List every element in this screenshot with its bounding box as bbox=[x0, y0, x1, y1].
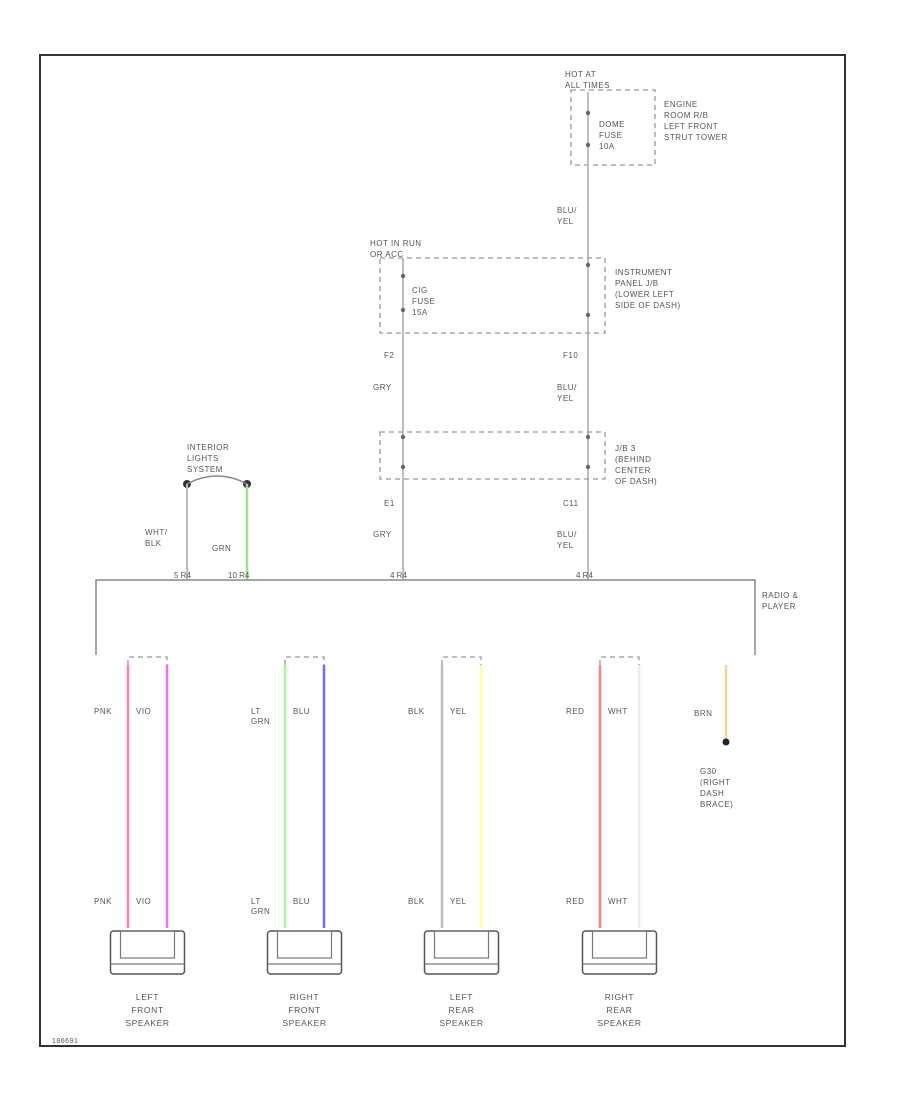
wire-label: PNK bbox=[94, 897, 112, 906]
fuse-terminal bbox=[585, 142, 591, 148]
speaker-connector bbox=[284, 656, 325, 665]
speaker-connector bbox=[441, 656, 482, 665]
wire-label-blu-yel-2: BLU/YEL bbox=[557, 383, 577, 403]
jb3-box bbox=[379, 431, 606, 480]
wire-label: BLK bbox=[408, 897, 425, 906]
wire-label: BLK bbox=[408, 707, 425, 716]
connector-f2: F2 bbox=[384, 351, 394, 360]
speaker-icon bbox=[423, 930, 500, 975]
radio-player-outline bbox=[95, 579, 756, 655]
wire-label-gry-1: GRY bbox=[373, 383, 392, 392]
fuse-terminal bbox=[585, 110, 591, 116]
connector-terminal bbox=[585, 262, 591, 268]
wire-label: PNK bbox=[94, 707, 112, 716]
diagram-id: 186691 bbox=[52, 1038, 78, 1045]
connector-f10: F10 bbox=[563, 351, 578, 360]
speaker-icon bbox=[109, 930, 186, 975]
wire-label: VIO bbox=[136, 897, 151, 906]
wire-label: WHT bbox=[608, 707, 628, 716]
wire-label-grn: GRN bbox=[212, 544, 231, 553]
wire-label-blu-yel-3: BLU/YEL bbox=[557, 530, 577, 550]
engine-room-rb-box bbox=[570, 89, 656, 166]
pin-b9a: 10 R4 bbox=[228, 571, 250, 580]
connector-e1: E1 bbox=[384, 499, 395, 508]
connector-terminal bbox=[585, 312, 591, 318]
wire-label: VIO bbox=[136, 707, 151, 716]
wire-label: RED bbox=[566, 707, 584, 716]
diagram-frame bbox=[39, 54, 846, 1047]
wire-label: YEL bbox=[450, 897, 467, 906]
speaker-icon bbox=[581, 930, 658, 975]
radio-player-label: RADIO &PLAYER bbox=[762, 591, 799, 611]
wire-label-wht-blk: WHT/BLK bbox=[145, 528, 168, 548]
wire-label: RED bbox=[566, 897, 584, 906]
fuse-terminal bbox=[400, 273, 406, 279]
fuse-terminal bbox=[400, 307, 406, 313]
pin-b4a: 5 R4 bbox=[174, 571, 191, 580]
speaker-icon bbox=[266, 930, 343, 975]
wire-label-brn: BRN bbox=[694, 709, 712, 718]
wire-label: WHT bbox=[608, 897, 628, 906]
ground-point-icon bbox=[722, 738, 730, 746]
wire-label: BLU bbox=[293, 707, 310, 716]
connector-c11: C11 bbox=[563, 499, 579, 508]
wire-label: YEL bbox=[450, 707, 467, 716]
speaker-connector bbox=[127, 656, 168, 665]
pin-r4-blu-yel: 4 R4 bbox=[576, 571, 593, 580]
speaker-connector bbox=[599, 656, 640, 665]
pin-r4-gry: 4 R4 bbox=[390, 571, 407, 580]
wire-label-blu-yel-1: BLU/YEL bbox=[557, 206, 577, 226]
instrument-panel-jb-box bbox=[379, 257, 606, 334]
wire-label-gry-2: GRY bbox=[373, 530, 392, 539]
wire-label: BLU bbox=[293, 897, 310, 906]
